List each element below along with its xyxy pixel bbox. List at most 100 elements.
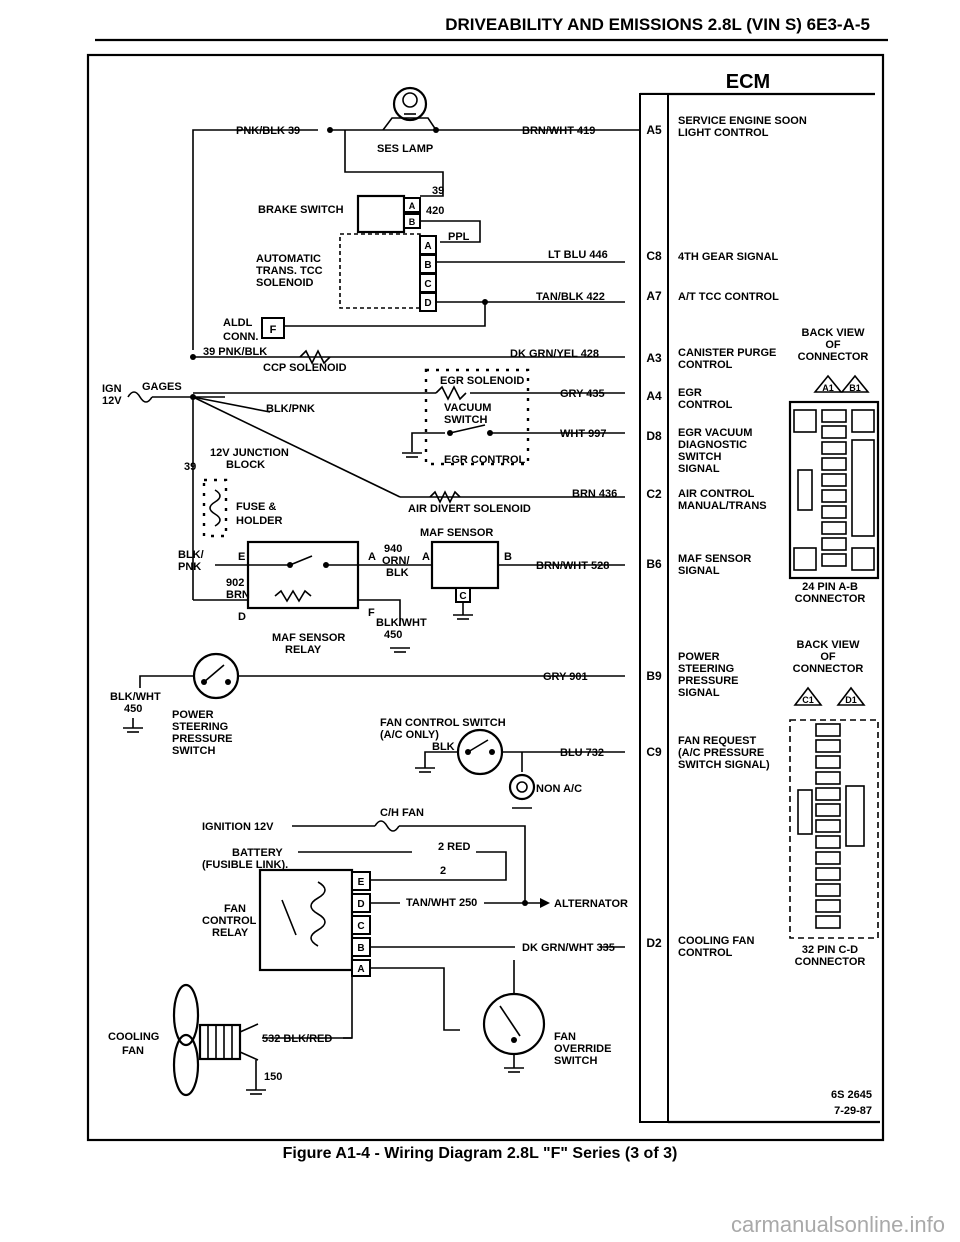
ps-line2: STEERING [172, 721, 228, 733]
pin-c2: C2 [646, 487, 662, 501]
vacuum-line1: VACUUM [444, 402, 491, 414]
terminal-letter-c: C [357, 921, 364, 932]
fan-relay-icon [258, 868, 354, 972]
ign-line2: 12V [102, 395, 122, 407]
maf-relay-icon [246, 540, 360, 610]
pin-label-b1: B1 [849, 383, 861, 393]
wire-39: 39 [432, 185, 444, 197]
maf-902: 902 [226, 577, 244, 589]
terminal-letter-f: F [368, 607, 375, 619]
gages-label: GAGES [142, 381, 182, 393]
tcc-line3: SOLENOID [256, 277, 314, 289]
cooling-fan-line2: FAN [122, 1045, 144, 1057]
fn-d8-line2: DIAGNOSTIC [678, 439, 747, 451]
fan-relay-line2: CONTROL [202, 915, 257, 927]
pin-label-c1: C1 [802, 695, 814, 705]
wire-532-blk-red: 532 BLK/RED [262, 1033, 332, 1045]
override-line3: SWITCH [554, 1055, 597, 1067]
ccp-solenoid-label: CCP SOLENOID [263, 362, 347, 374]
air-divert-label: AIR DIVERT SOLENOID [408, 503, 531, 515]
wire-pnk-blk-39: PNK/BLK 39 [236, 125, 300, 137]
backview1-line3: CONNECTOR [798, 351, 869, 363]
fan-switch-line1: FAN CONTROL SWITCH [380, 717, 506, 729]
override-line2: OVERRIDE [554, 1043, 611, 1055]
maf-blk-pnk-2: PNK [178, 561, 201, 573]
fn-a7: A/T TCC CONTROL [678, 291, 779, 303]
watermark-text: carmanualsonline.info [731, 1212, 945, 1237]
fn-b9-line1: POWER [678, 651, 720, 663]
ps-blk-wht: BLK/WHT [110, 691, 161, 703]
junction-line1: 12V JUNCTION [210, 447, 289, 459]
maf-relay-line2: RELAY [285, 644, 322, 656]
fn-d8-line3: SWITCH [678, 451, 721, 463]
wire-brn-wht-419: BRN/WHT 419 [522, 125, 595, 137]
terminal-letter-b: B [424, 260, 431, 271]
wire-lt-blu-446: LT BLU 446 [548, 249, 608, 261]
pin-label-a1: A1 [822, 383, 834, 393]
fan-override-switch-icon [482, 992, 546, 1056]
conn2-line1: 32 PIN C-D [802, 944, 858, 956]
terminal-letter-b: B [357, 943, 364, 954]
fn-a4-line2: CONTROL [678, 399, 733, 411]
fn-b9-line2: STEERING [678, 663, 734, 675]
terminal-letter-b: B [409, 217, 416, 227]
fn-a3-line2: CONTROL [678, 359, 733, 371]
page-header: DRIVEABILITY AND EMISSIONS 2.8L (VIN S) … [445, 15, 870, 34]
wire-39-pnk-blk: 39 PNK/BLK [203, 346, 267, 358]
backview2-line1: BACK VIEW [797, 639, 861, 651]
terminal-letter-b: B [504, 551, 512, 563]
ecm-function-labels: SERVICE ENGINE SOON LIGHT CONTROL 4TH GE… [678, 115, 807, 959]
terminal-letter-d: D [357, 899, 364, 910]
terminal-letter-d: D [238, 611, 246, 623]
wire-wht-997: WHT 997 [560, 428, 606, 440]
pin-c8: C8 [646, 249, 662, 263]
egr-control-label: EGR CONTROL [444, 454, 526, 466]
non-ac-plug-icon [508, 773, 536, 801]
wire-tan-wht-250: TAN/WHT 250 [406, 897, 477, 909]
ps-switch-icon [192, 652, 240, 700]
junction-line2: BLOCK [226, 459, 265, 471]
ses-lamp-label: SES LAMP [377, 143, 433, 155]
aldl-connector-icon [261, 317, 285, 339]
wire-dk-grn-yel-428: DK GRN/YEL 428 [510, 348, 599, 360]
wire-420: 420 [426, 205, 444, 217]
non-ac-label: NON A/C [536, 783, 582, 795]
fn-d2-line2: CONTROL [678, 947, 733, 959]
terminal-letter-d: D [424, 298, 431, 309]
fn-d8-line1: EGR VACUUM [678, 427, 752, 439]
ecm-body [639, 93, 669, 1123]
wiring: PNK/BLK 39 BRN/WHT 419 SES LAMP BRAKE SW… [102, 86, 640, 1097]
terminal-letter-e: E [238, 551, 245, 563]
wire-blu-732: BLU 732 [560, 747, 604, 759]
terminal-letter-e: E [358, 877, 365, 888]
maf-relay-line1: MAF SENSOR [272, 632, 345, 644]
fuse-line2: HOLDER [236, 515, 283, 527]
junction-39: 39 [184, 461, 196, 473]
wire-brn-436: BRN 436 [572, 488, 617, 500]
conn2-line2: CONNECTOR [795, 956, 866, 968]
conn1-line2: CONNECTOR [795, 593, 866, 605]
ps-450: 450 [124, 703, 142, 715]
maf-450: 450 [384, 629, 402, 641]
fn-c9-line3: SWITCH SIGNAL) [678, 759, 770, 771]
maf-blk-pnk-1: BLK/ [178, 549, 204, 561]
backview2-line2: OF [820, 651, 836, 663]
connector-24pin: BACK VIEW OF CONNECTOR A1 B1 24 PIN A-B … [788, 327, 880, 605]
battery-2: 2 [440, 865, 446, 877]
aldl-line1: ALDL [223, 317, 253, 329]
fn-c9-line2: (A/C PRESSURE [678, 747, 764, 759]
fn-b6-line2: SIGNAL [678, 565, 720, 577]
fn-b6-line1: MAF SENSOR [678, 553, 751, 565]
backview1-line2: OF [825, 339, 841, 351]
pin-d8: D8 [646, 429, 662, 443]
fan-switch-blk: BLK [432, 741, 455, 753]
ps-line3: PRESSURE [172, 733, 233, 745]
fuse-line1: FUSE & [236, 501, 276, 513]
fn-a3-line1: CANISTER PURGE [678, 347, 776, 359]
maf-sensor-label: MAF SENSOR [420, 527, 493, 539]
fan-relay-line1: FAN [224, 903, 246, 915]
pin-a3: A3 [646, 351, 662, 365]
ignition-12v-label: IGNITION 12V [202, 821, 274, 833]
egr-solenoid-label: EGR SOLENOID [440, 375, 524, 387]
backview1-line1: BACK VIEW [802, 327, 866, 339]
